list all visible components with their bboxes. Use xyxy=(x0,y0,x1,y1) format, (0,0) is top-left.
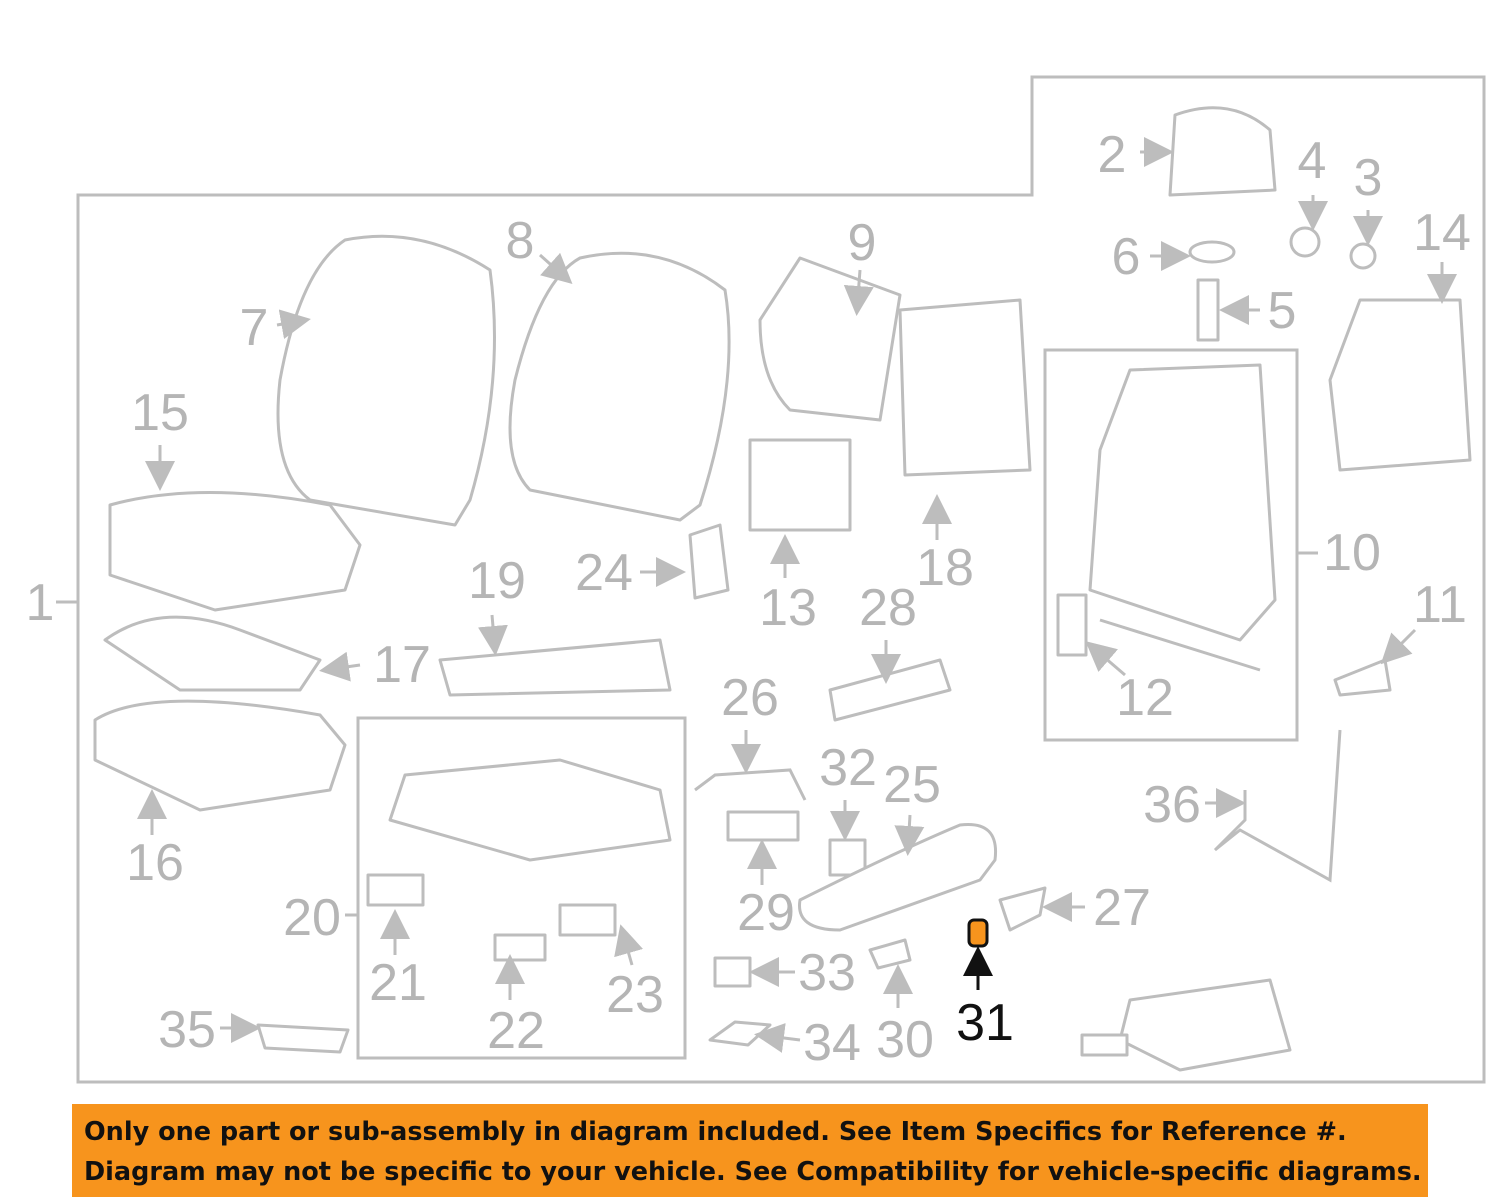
callout-17: 17 xyxy=(373,636,431,694)
callout-30: 30 xyxy=(876,1011,934,1069)
part-harness-base xyxy=(1118,978,1292,1072)
disclaimer-line-1: Only one part or sub-assembly in diagram… xyxy=(84,1117,1347,1147)
subassembly-box-10 xyxy=(1043,348,1299,742)
part-6-guide xyxy=(1188,240,1236,264)
part-17-heater xyxy=(103,615,322,692)
callout-26: 26 xyxy=(721,669,779,727)
part-33-knob xyxy=(713,956,752,988)
part-26-harness xyxy=(694,768,807,801)
part-28-trim xyxy=(828,658,952,722)
callout-32: 32 xyxy=(819,739,877,797)
assembly-outline xyxy=(76,75,1486,1084)
callout-33: 33 xyxy=(798,944,856,1002)
callout-19: 19 xyxy=(468,552,526,610)
part-13-module xyxy=(748,438,852,532)
callout-27: 27 xyxy=(1093,879,1151,937)
callout-18: 18 xyxy=(916,539,974,597)
part-35-module xyxy=(256,1023,350,1054)
callout-2: 2 xyxy=(1098,126,1127,184)
callout-8: 8 xyxy=(506,212,535,270)
callout-15: 15 xyxy=(131,384,189,442)
part-22-motor xyxy=(493,933,547,962)
callout-13: 13 xyxy=(759,579,817,637)
callout-labels: 1 2 3 4 5 6 7 8 9 10 11 12 13 14 15 16 1… xyxy=(26,126,1471,1072)
callout-1: 1 xyxy=(26,574,55,632)
callout-10: 10 xyxy=(1323,524,1381,582)
part-14-panel xyxy=(1328,298,1472,472)
callout-35: 35 xyxy=(158,1001,216,1059)
part-16-cushion-pad xyxy=(93,699,347,812)
part-connector xyxy=(1080,1033,1129,1057)
callout-6: 6 xyxy=(1112,228,1141,286)
part-18-lumbar xyxy=(898,298,1032,477)
callout-9: 9 xyxy=(848,214,877,272)
part-36-harness xyxy=(1213,729,1342,883)
part-3-cap xyxy=(1349,242,1377,270)
callout-21: 21 xyxy=(369,954,427,1012)
part-7-seatback-cover xyxy=(276,234,496,527)
callout-14: 14 xyxy=(1413,204,1471,262)
part-25-side-shield xyxy=(798,822,998,932)
callout-31-highlighted: 31 xyxy=(956,994,1014,1052)
callout-11: 11 xyxy=(1413,576,1467,634)
callout-24: 24 xyxy=(575,544,633,602)
callout-20: 20 xyxy=(283,889,341,947)
callout-29: 29 xyxy=(737,884,795,942)
part-20-frame xyxy=(388,758,672,862)
callout-3: 3 xyxy=(1354,149,1383,207)
part-29-switch xyxy=(726,810,800,842)
part-19-springs xyxy=(438,638,672,697)
callout-28: 28 xyxy=(859,579,917,637)
part-12-motor xyxy=(1056,593,1088,657)
part-9-panel xyxy=(758,256,902,422)
callout-36: 36 xyxy=(1143,776,1201,834)
callout-25: 25 xyxy=(883,756,941,814)
part-shapes xyxy=(93,106,1472,1072)
part-24-bracket xyxy=(688,523,730,600)
part-2-headrest xyxy=(1168,106,1277,197)
callout-12: 12 xyxy=(1116,669,1174,727)
part-12-rod xyxy=(1099,618,1261,672)
disclaimer-banner: Only one part or sub-assembly in diagram… xyxy=(72,1104,1428,1197)
callout-34: 34 xyxy=(803,1014,861,1072)
callout-7: 7 xyxy=(240,299,269,357)
part-5-guide xyxy=(1196,278,1220,342)
part-11-bracket xyxy=(1333,658,1392,697)
part-34-knob xyxy=(708,1020,772,1047)
callout-16: 16 xyxy=(126,834,184,892)
part-21-motor xyxy=(366,873,425,907)
part-4-clip xyxy=(1289,226,1321,258)
part-31-highlighted xyxy=(967,918,989,948)
part-27-trim xyxy=(998,886,1047,932)
part-10-frame xyxy=(1088,363,1277,642)
callout-23: 23 xyxy=(606,966,664,1024)
part-8-seatback-pad xyxy=(508,251,731,522)
leader-lines xyxy=(56,137,1457,1053)
disclaimer-line-2: Diagram may not be specific to your vehi… xyxy=(84,1157,1422,1187)
part-23-motor xyxy=(558,903,617,937)
part-30-knob xyxy=(868,938,912,970)
subassembly-box-20 xyxy=(356,716,687,1060)
callout-22: 22 xyxy=(487,1002,545,1060)
callout-5: 5 xyxy=(1268,282,1297,340)
part-15-cushion-cover xyxy=(108,491,362,612)
callout-4: 4 xyxy=(1298,132,1327,190)
